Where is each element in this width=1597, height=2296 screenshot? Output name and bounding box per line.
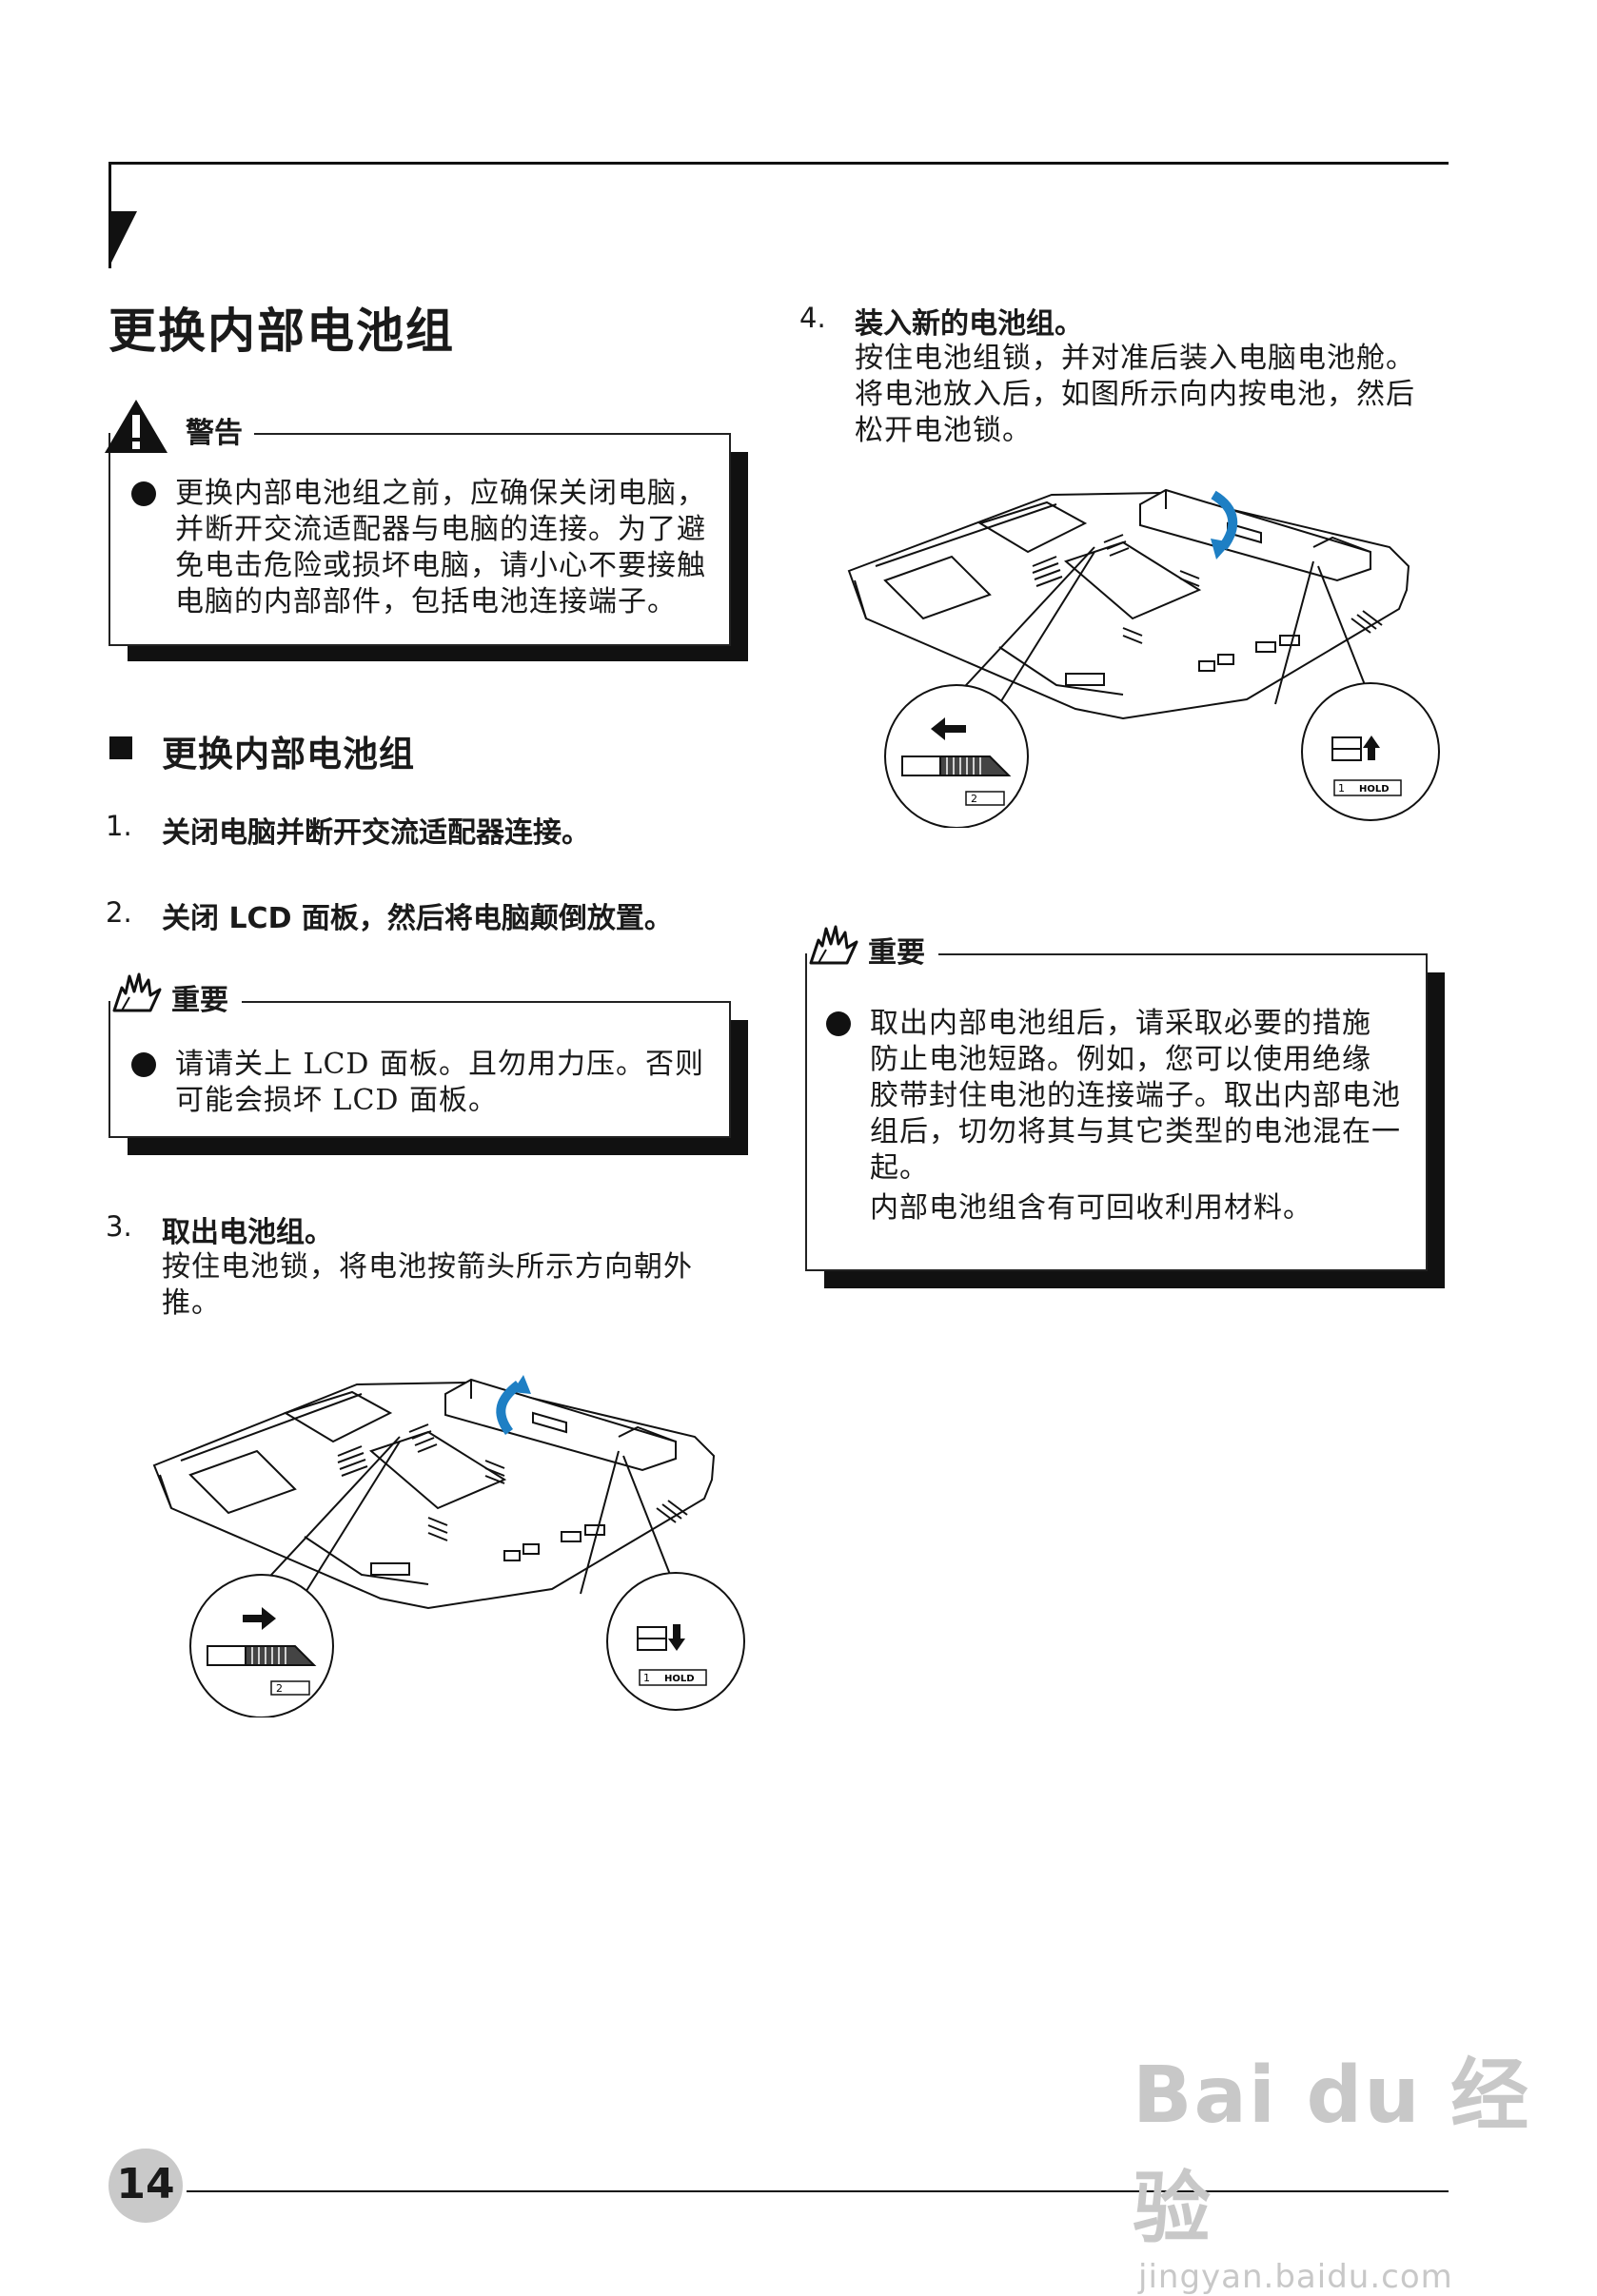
arrow-right-icon: [243, 1615, 262, 1622]
fig1-hold-label: HOLD: [664, 1674, 695, 1684]
arrow-up-icon: [496, 1381, 522, 1435]
important-1-top-line: [242, 1001, 729, 1003]
page-number-badge: [108, 2149, 183, 2223]
important-1-text-line: 请请关上 LCD 面板。且勿用力压。否则: [175, 1048, 705, 1081]
step-2-number: 2.: [106, 896, 132, 929]
page-number: 14: [116, 2160, 175, 2208]
step-3-text: 取出电池组。: [162, 1216, 333, 1249]
important-2-box: [805, 953, 1428, 1271]
footer-rule: [187, 2190, 1449, 2192]
important-2-text-line: 取出内部电池组后，请采取必要的措施: [870, 1007, 1371, 1040]
step-2-text: 关闭 LCD 面板，然后将电脑颠倒放置。: [162, 902, 673, 935]
important-2-top-line: [938, 953, 1426, 955]
insert-battery-figure: 2 1 HOLD: [847, 488, 1440, 828]
fig2-lock-num: 1: [1338, 782, 1345, 795]
remove-battery-figure: 2 1 HOLD: [152, 1375, 745, 1717]
important-2-text-line: 胶带封住电池的连接端子。取出内部电池: [870, 1079, 1401, 1112]
watermark-url: jingyan.baidu.com: [1138, 2258, 1453, 2296]
step-3-desc-line: 按住电池锁，将电池按箭头所示方向朝外: [162, 1250, 693, 1284]
important-hand-icon: [112, 972, 162, 1012]
step-1-text: 关闭电脑并断开交流适配器连接。: [162, 816, 590, 850]
fig2-hold-label: HOLD: [1359, 784, 1390, 795]
step-4-desc-line: 按住电池组锁，并对准后装入电脑电池舱。: [855, 342, 1415, 375]
important-1-box: [108, 1001, 731, 1138]
section-square-bullet: [109, 736, 132, 759]
step-4-number: 4.: [799, 302, 826, 334]
important-1-text-line: 可能会损坏 LCD 面板。: [175, 1084, 499, 1117]
arrow-up-small-icon: [1363, 736, 1380, 748]
header-wedge: [108, 211, 137, 268]
step-3-desc: 按住电池锁，将电池按箭头所示方向朝外 推。: [162, 1249, 752, 1322]
step-1-number: 1.: [106, 810, 132, 842]
important-1-text: 请请关上 LCD 面板。且勿用力压。否则 可能会损坏 LCD 面板。: [175, 1047, 727, 1119]
important-2-extra: 内部电池组含有可回收利用材料。: [870, 1191, 1312, 1225]
arrow-left-icon: [931, 717, 945, 740]
fig1-lock-number: 2: [276, 1682, 283, 1695]
step-4-text: 装入新的电池组。: [855, 307, 1083, 341]
warning-label: 警告: [186, 417, 243, 450]
section-heading: 更换内部电池组: [162, 734, 415, 775]
important-1-bullet: [131, 1052, 156, 1077]
important-1-label: 重要: [171, 984, 228, 1017]
warning-text-line: 电脑的内部部件，包括电池连接端子。: [175, 585, 677, 618]
step-4-desc-line: 松开电池锁。: [855, 414, 1032, 447]
warning-text-line: 并断开交流适配器与电脑的连接。为了避: [175, 513, 706, 546]
important-2-text-line: 防止电池短路。例如，您可以使用绝缘: [870, 1043, 1371, 1076]
important-2-text: 取出内部电池组后，请采取必要的措施 防止电池短路。例如，您可以使用绝缘 胶带封住…: [870, 1006, 1422, 1226]
step-3-desc-line: 推。: [162, 1286, 221, 1320]
arrow-down-icon: [673, 1624, 680, 1639]
warning-box: [108, 433, 731, 646]
page-title: 更换内部电池组: [108, 304, 455, 359]
warning-triangle-icon: [105, 400, 168, 453]
step-4-desc: 按住电池组锁，并对准后装入电脑电池舱。 将电池放入后，如图所示向内按电池，然后 …: [855, 341, 1464, 449]
watermark-logo: Bai du 经验: [1133, 2051, 1531, 2254]
watermark: Bai du 经验 jingyan.baidu.com: [1133, 2031, 1597, 2296]
warning-bullet: [131, 481, 156, 506]
important-2-bullet: [826, 1011, 851, 1036]
warning-text-line: 更换内部电池组之前，应确保关闭电脑，: [175, 477, 706, 510]
step-3-number: 3.: [106, 1210, 132, 1243]
important-hand-icon: [809, 925, 858, 965]
warning-text-line: 免电击危险或损坏电脑，请小心不要接触: [175, 549, 706, 582]
fig2-lock-number: 2: [971, 793, 977, 805]
important-2-label: 重要: [868, 936, 925, 970]
important-2-text-line: 组后，切勿将其与其它类型的电池混在一: [870, 1115, 1401, 1148]
step-4-desc-line: 将电池放入后，如图所示向内按电池，然后: [855, 378, 1415, 411]
header-rule: [108, 162, 1449, 165]
fig1-lock-num: 1: [643, 1672, 650, 1684]
warning-box-top-line: [254, 433, 729, 435]
important-2-text-line: 起。: [870, 1151, 929, 1185]
warning-text: 更换内部电池组之前，应确保关闭电脑， 并断开交流适配器与电脑的连接。为了避 免电…: [175, 476, 727, 620]
